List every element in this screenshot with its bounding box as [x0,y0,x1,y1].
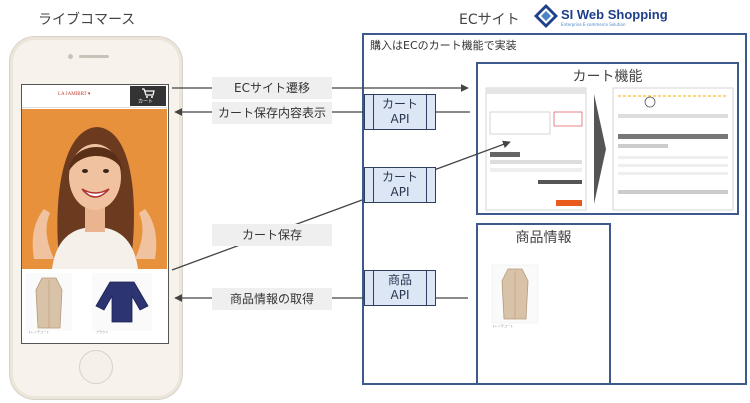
label-cart-save: カート保存 [212,224,332,246]
cart-api-2-line2: API [390,185,410,199]
cart-icon [142,88,155,98]
product-info-title: 商品情報 [515,230,572,246]
phone-camera [68,54,73,59]
cart-api-box-2: カート API [364,167,436,203]
product-label-blouse: ブラウス [96,330,109,334]
product-list [22,270,167,342]
cart-api-1-line1: カート [381,97,418,111]
phone-cart-button[interactable] [130,86,166,106]
ec-site-title: ECサイト [459,12,520,28]
cart-api-2-line1: カート [381,170,418,184]
product-info-caption: トレンチコート [492,324,514,328]
logo-tagline: Enterprise E-commerce Solution [561,22,626,27]
arrow-cart-save-2 [433,140,511,171]
live-commerce-title: ライブコマース [38,12,136,28]
product-api-line1: 商品 [387,273,412,287]
logo-name: SI Web Shopping [561,7,668,22]
cart-screens-illustration [485,87,734,211]
label-product-fetch: 商品情報の取得 [212,288,332,310]
cart-feature-panel [476,62,739,215]
phone-cart-label: カート [138,99,154,105]
product-info-panel [476,223,611,385]
product-label-coat: トレンチコート [28,330,50,334]
ec-cart-note: 購入はECのカート機能で実装 [370,39,517,52]
live-stream-video[interactable] [22,109,167,269]
phone-speaker [79,55,109,58]
product-api-box: 商品 API [364,270,436,306]
product-thumbnails [26,273,152,331]
product-api-line2: API [390,288,410,302]
label-cart-display: カート保存内容表示 [212,102,332,124]
shop-brand: LA JAMIBRT ▾ [58,92,91,97]
product-info-illustration [491,264,539,324]
label-ec-transition: ECサイト遷移 [212,77,332,99]
cart-feature-title: カート機能 [572,69,643,85]
si-logo-icon [534,4,558,28]
presenter-illustration [22,109,167,269]
cart-api-1-line2: API [390,112,410,126]
phone-home-button [79,350,113,384]
cart-api-box-1: カート API [364,94,436,130]
